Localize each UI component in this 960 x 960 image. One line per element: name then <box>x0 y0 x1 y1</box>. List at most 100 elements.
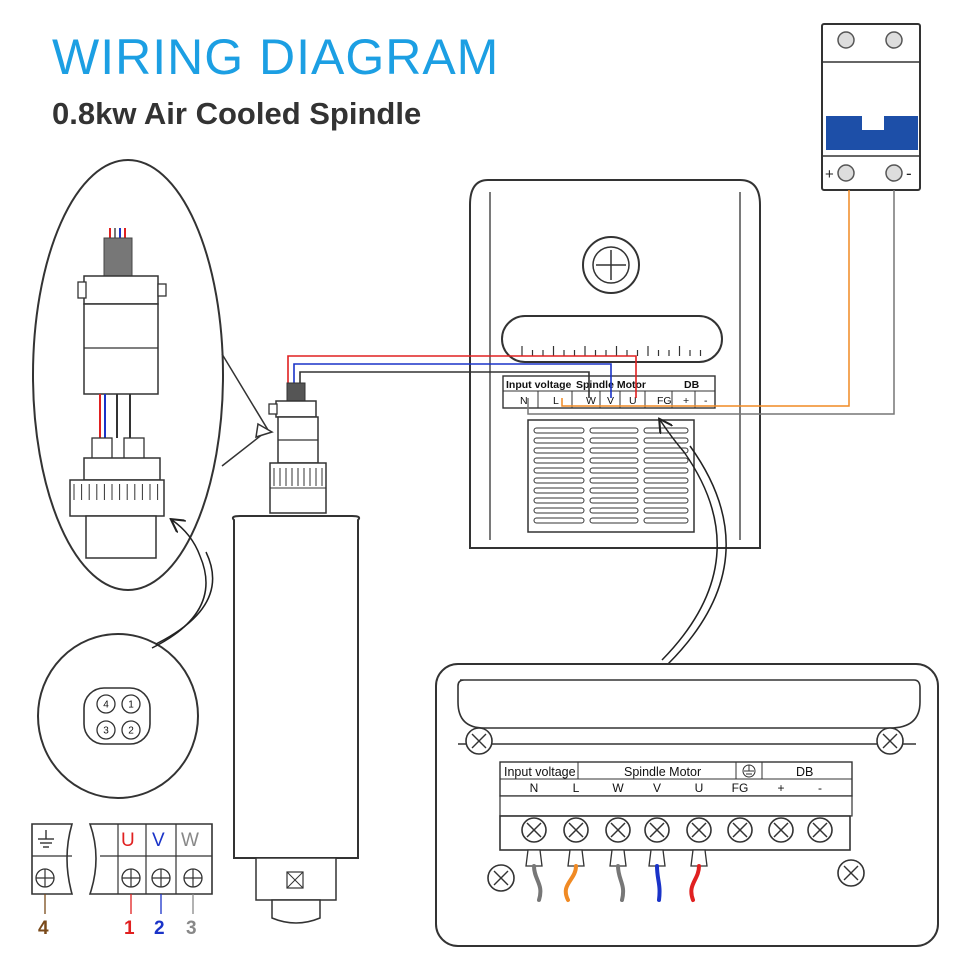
vent-slot <box>533 447 585 454</box>
block-mount-screw-icon <box>876 727 904 755</box>
inverter-terminal-6: + <box>683 395 689 407</box>
block-terminal-4: U <box>695 781 704 795</box>
arrow-block-to-inverter-outline <box>667 445 727 665</box>
vent-slot <box>533 427 585 434</box>
block-spindle-motor-label: Spindle Motor <box>624 765 701 779</box>
breaker-terminal-minus-icon <box>885 164 903 182</box>
vent-slot <box>533 487 585 494</box>
page-subtitle: 0.8kw Air Cooled Spindle <box>52 96 422 131</box>
legend-pin-number-4: 4 <box>38 918 49 939</box>
vent-slot <box>589 497 639 504</box>
legend-pin-screw-icon <box>121 868 141 888</box>
legend-header-v: V <box>152 830 165 851</box>
wire-live-orange <box>561 190 850 407</box>
terminal-screw-icon[interactable] <box>807 817 833 843</box>
block-terminal-0: N <box>530 781 539 795</box>
inverter-display <box>501 315 723 363</box>
block-terminal-3: V <box>653 781 661 795</box>
block-db-label: DB <box>796 765 813 779</box>
motor-wires <box>287 355 637 398</box>
block-wire-w <box>609 849 627 902</box>
vent-slot <box>643 497 689 504</box>
breaker-plus-label: + <box>825 166 834 183</box>
terminal-screw-icon[interactable] <box>768 817 794 843</box>
block-wire-v <box>648 849 666 902</box>
vent-slot <box>589 447 639 454</box>
ground-symbol-icon <box>742 764 756 778</box>
connector-pin-1 <box>121 694 141 714</box>
block-terminal-screws[interactable] <box>521 817 833 843</box>
connector-pin-label-3: 3 <box>103 726 109 737</box>
block-wire-l <box>563 849 585 902</box>
breaker-terminal-plus-icon <box>837 164 855 182</box>
spindle-collet <box>271 899 321 924</box>
connector-pin-3 <box>96 720 116 740</box>
vent-slot <box>643 517 689 524</box>
ground-symbol-icon <box>38 830 54 848</box>
vent-slot <box>533 467 585 474</box>
spindle-body <box>231 515 361 859</box>
breaker-toggle[interactable] <box>826 116 918 150</box>
vent-slot <box>589 477 639 484</box>
vent-slot <box>643 487 689 494</box>
spindle-plug <box>286 382 306 402</box>
terminal-screw-icon[interactable] <box>727 817 753 843</box>
vent-slot <box>589 507 639 514</box>
breaker-screw-icon <box>885 31 903 49</box>
terminal-screw-icon[interactable] <box>521 817 547 843</box>
inverter-terminal-7: - <box>704 395 708 407</box>
spindle-connector-ridges <box>270 468 326 489</box>
terminal-screw-icon[interactable] <box>605 817 631 843</box>
block-terminal-6: + <box>777 781 784 795</box>
terminal-screw-icon[interactable] <box>686 817 712 843</box>
vent-slot <box>533 517 585 524</box>
vent-slot <box>589 427 639 434</box>
block-terminal-5: FG <box>732 781 749 795</box>
terminal-screw-icon[interactable] <box>644 817 670 843</box>
inverter-terminal-3: V <box>607 395 614 407</box>
page-title: WIRING DIAGRAM <box>52 29 500 85</box>
vent-slot <box>643 507 689 514</box>
block-input-voltage-label: Input voltage <box>504 765 576 779</box>
connector-pin-2 <box>121 720 141 740</box>
block-wires <box>525 849 708 902</box>
vent-slot <box>643 467 689 474</box>
power-wires <box>527 190 895 415</box>
connector-pin-label-2: 2 <box>128 726 134 737</box>
inverter-terminal-1: L <box>553 395 559 407</box>
legend-header-u: U <box>121 830 135 851</box>
block-wire-u <box>689 849 708 902</box>
connector-pin-label-1: 1 <box>128 700 134 711</box>
legend-pin-screw-icon <box>151 868 171 888</box>
inverter-terminal-2: W <box>586 395 596 407</box>
legend-header-w: W <box>181 830 199 851</box>
inverter-display-ticks <box>521 346 702 356</box>
arrow-block-to-inverter <box>660 420 718 661</box>
wire-w-black <box>299 371 590 398</box>
inverter-db-label: DB <box>684 379 700 391</box>
vent-slot <box>643 477 689 484</box>
wire-u-red <box>287 355 637 398</box>
vent-slot <box>533 507 585 514</box>
vent-slot <box>589 487 639 494</box>
vent-slot <box>533 437 585 444</box>
inverter-terminal-5: FG <box>657 395 672 407</box>
terminal-screw-icon[interactable] <box>563 817 589 843</box>
inverter-input-voltage-label: Input voltage <box>506 379 571 391</box>
block-terminal-1: L <box>573 781 580 795</box>
legend-pin-number-3: 3 <box>186 918 197 939</box>
block-terminal-2: W <box>612 781 624 795</box>
pin-legend: U V W 4 1 2 3 <box>31 823 213 939</box>
vent-slot <box>643 457 689 464</box>
legend-pin-screw-icon <box>35 868 55 888</box>
wire-neutral-gray <box>527 190 895 415</box>
circuit-breaker: + - <box>821 23 921 191</box>
